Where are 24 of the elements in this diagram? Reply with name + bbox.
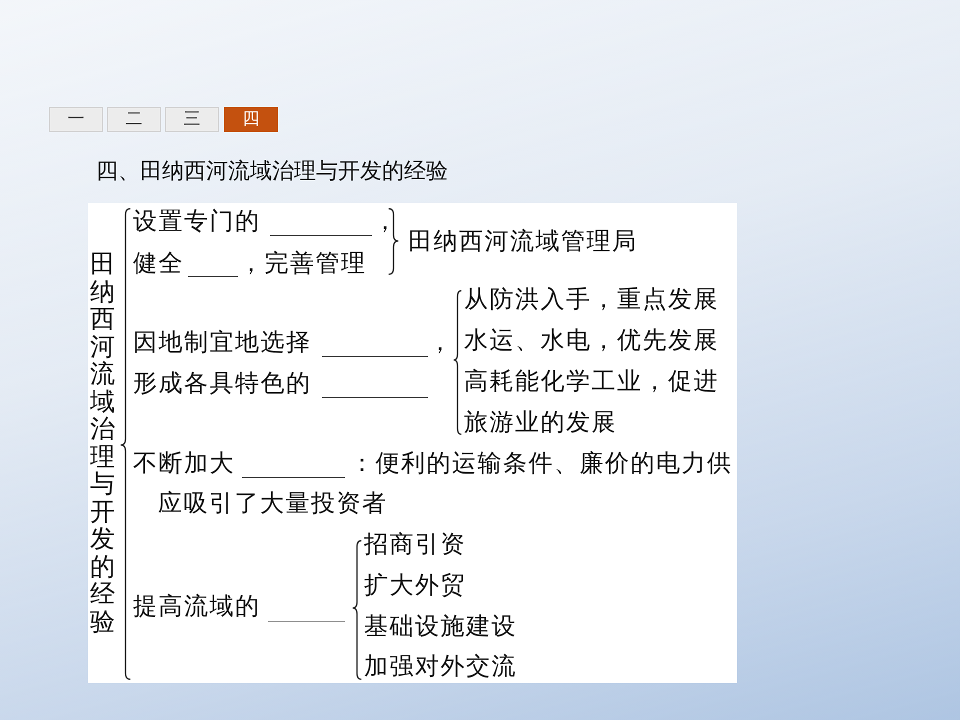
outline-text: 田纳西河流域管理局 [408,228,638,257]
section-tab: 三 [165,107,219,132]
outline-text: 形成各具特色的 [133,370,312,399]
outline-text: 不断加大 [133,450,235,479]
outline-text: ：便利的运输条件、廉价的电力供 [350,450,732,479]
outline-text: 加强对外交流 [364,652,517,682]
section-tab: 二 [107,107,161,132]
active-section-tab: 四 [224,107,278,132]
outline-text: 因地制宜地选择 [133,328,312,358]
vertical-heading: 田纳西河流域治理与开发的经验 [90,251,115,636]
title: 四、田纳西河流域治理与开发的经验 [96,159,448,185]
outline-text: 基础设施建设 [364,613,517,642]
outline-text: ， [428,329,452,358]
outline-text: 扩大外贸 [364,572,466,601]
outline-text: 应吸引了大量投资者 [158,490,388,519]
outline-text: 健全 [133,250,184,279]
outline-text: 提高流域的 [133,592,260,622]
outline-text: 设置专门的 [133,208,260,237]
outline-text: ， [373,208,398,237]
outline-text: 从防洪入手，重点发展水运、水电，优先发展高耗能化学工业，促进旅游业的发展 [464,286,720,438]
worksheet-panel [88,203,737,683]
outline-text: 招商引资 [364,530,466,560]
section-tab: 一 [49,107,103,132]
outline-text: ，完善管理 [239,250,366,279]
